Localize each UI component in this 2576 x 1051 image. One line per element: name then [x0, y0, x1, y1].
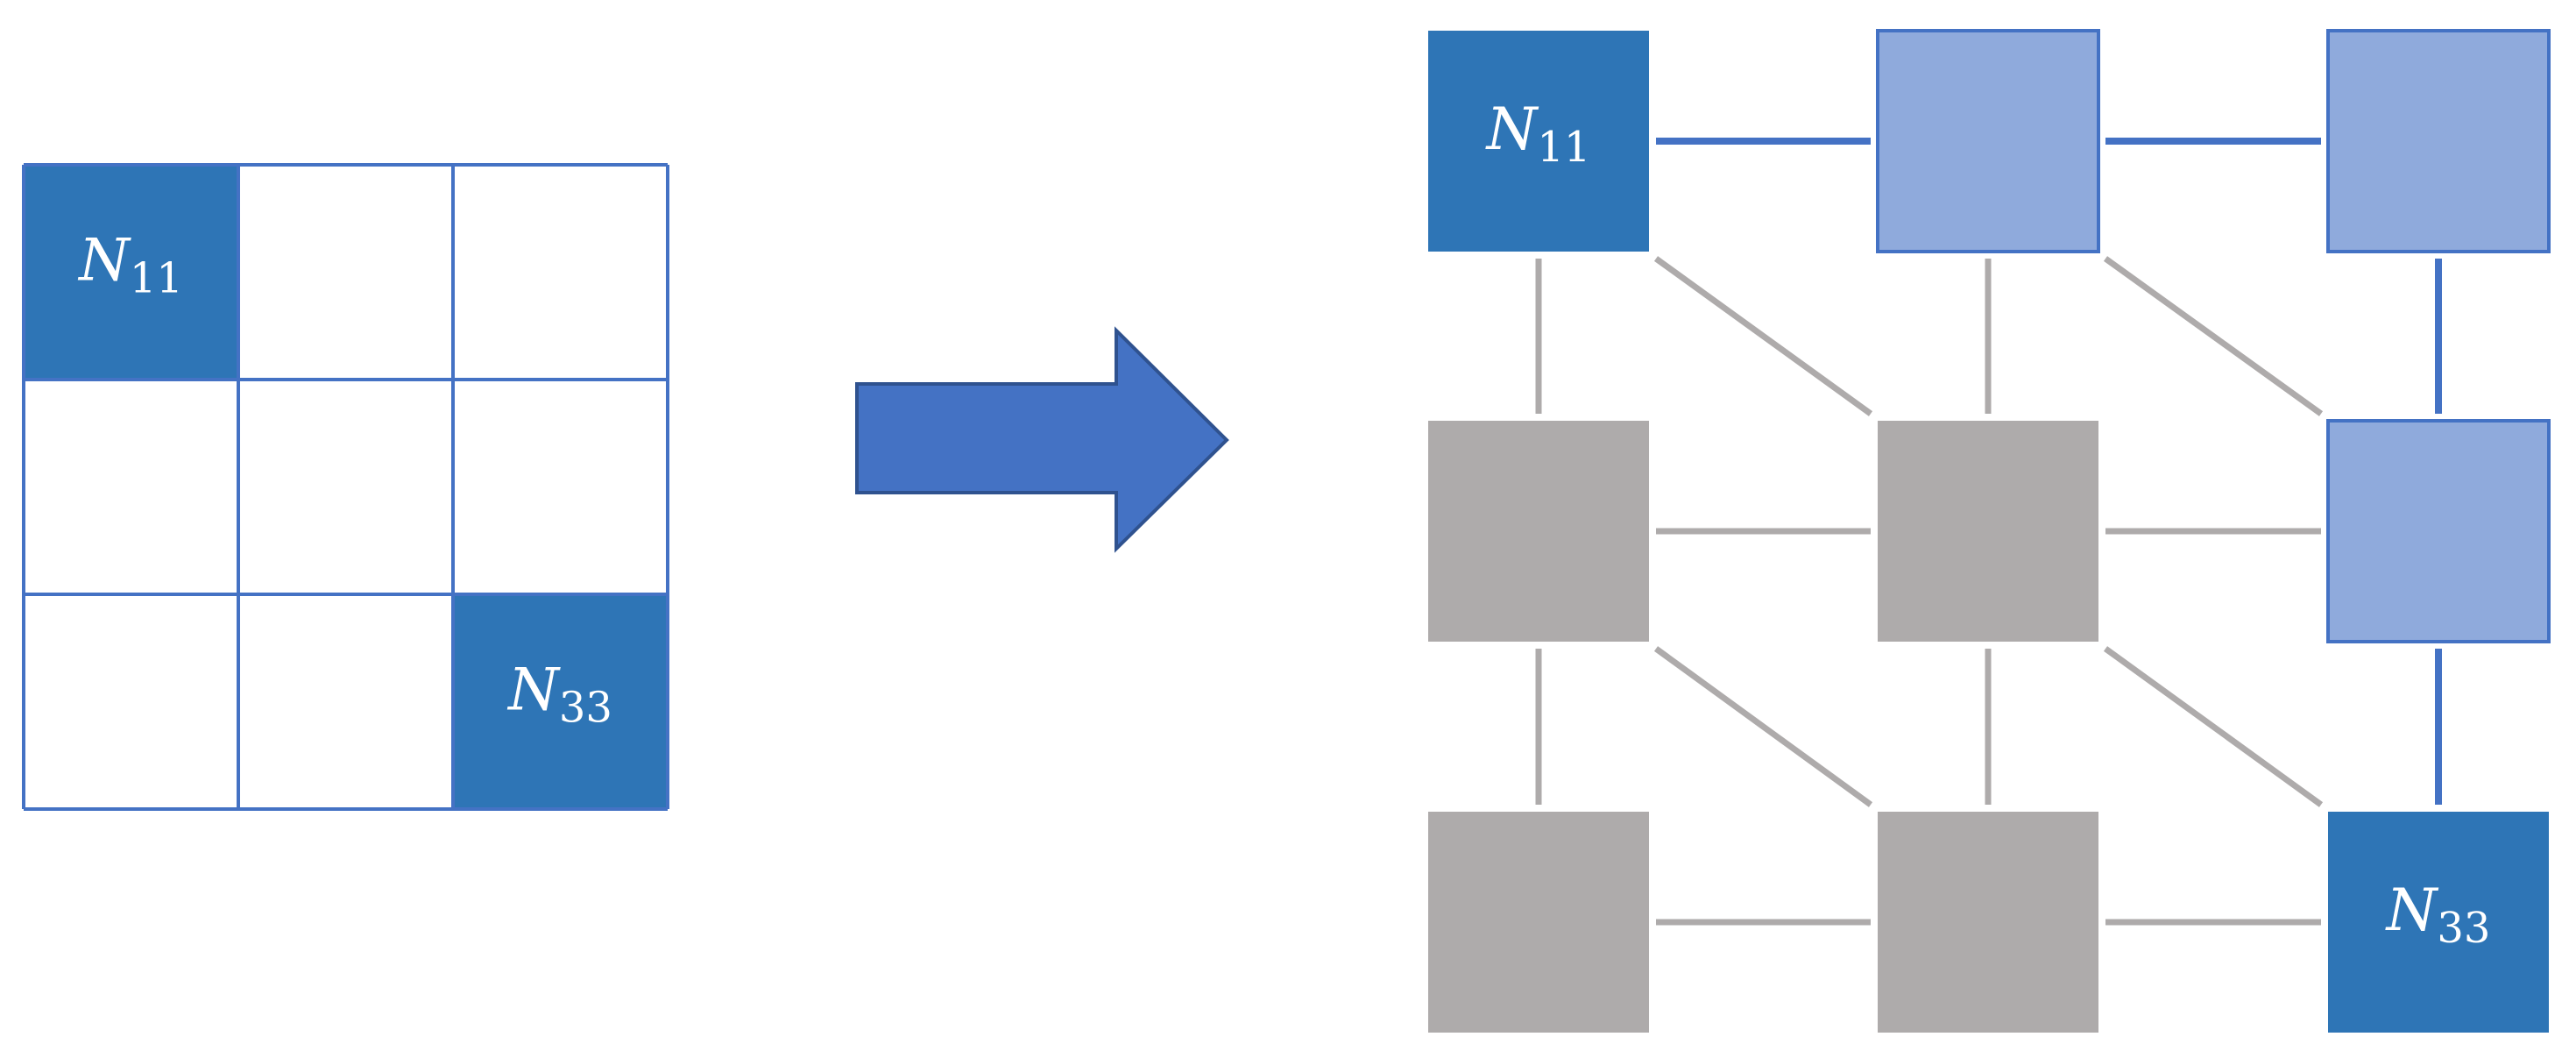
node-n22 — [1878, 421, 2098, 642]
cell-label-11-main: N — [77, 227, 131, 295]
edge-n12-n23 — [2103, 256, 2324, 416]
highlighted-cell-33 — [454, 595, 667, 808]
transform-arrow — [855, 326, 1229, 553]
highlighted-cell-11 — [25, 166, 237, 379]
node-label-11-main: N — [1485, 96, 1539, 163]
cell-label-33-subscript: 33 — [559, 683, 612, 732]
node-n13 — [2326, 29, 2551, 253]
node-n11 — [1428, 31, 1649, 252]
right-arrow-icon — [855, 326, 1229, 553]
node-label-11: N11 — [1485, 96, 1591, 172]
node-n23 — [2326, 419, 2551, 643]
node-label-33-main: N — [2385, 877, 2439, 944]
cell-label-11-subscript: 11 — [130, 253, 183, 302]
node-label-33-subscript: 33 — [2437, 904, 2490, 953]
node-n33 — [2328, 812, 2549, 1033]
edge-n22-n33 — [2103, 646, 2324, 807]
node-label-33: N33 — [2385, 877, 2491, 953]
node-n31 — [1428, 812, 1649, 1033]
node-label-11-subscript: 11 — [1537, 123, 1590, 172]
edge-n21-n32 — [1653, 646, 1873, 807]
cell-label-33-main: N — [506, 657, 561, 724]
graph-edges — [1535, 138, 2442, 926]
node-n32 — [1878, 812, 2098, 1033]
cell-label-33: N33 — [506, 657, 612, 733]
node-n21 — [1428, 421, 1649, 642]
edge-n11-n22 — [1653, 256, 1873, 416]
cell-label-11: N11 — [77, 227, 183, 303]
node-n12 — [1876, 29, 2100, 253]
